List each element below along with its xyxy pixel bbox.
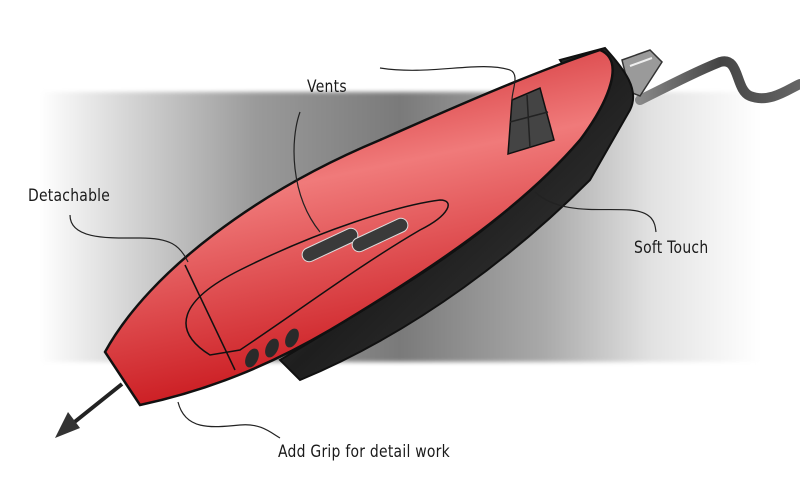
side-vent-1 xyxy=(301,227,359,263)
grip-bump-2 xyxy=(265,338,279,358)
label-soft-touch: Soft Touch xyxy=(634,238,709,258)
label-vents: Vents xyxy=(307,77,347,97)
grip-bump-1 xyxy=(245,348,259,368)
pen-body xyxy=(103,48,614,407)
leader-add-grip xyxy=(177,401,281,439)
label-add-grip: Add Grip for detail work xyxy=(278,442,450,462)
top-vent xyxy=(507,86,555,156)
leader-vents xyxy=(379,65,516,101)
label-detachable: Detachable xyxy=(28,186,111,206)
power-cable xyxy=(635,56,800,105)
leader-soft-touch xyxy=(534,191,657,233)
detachable-seam xyxy=(184,264,236,371)
leader-vents-2 xyxy=(293,111,321,233)
leader-detachable xyxy=(69,214,189,263)
grip-bump-3 xyxy=(285,328,299,348)
side-vent-2 xyxy=(351,217,409,253)
